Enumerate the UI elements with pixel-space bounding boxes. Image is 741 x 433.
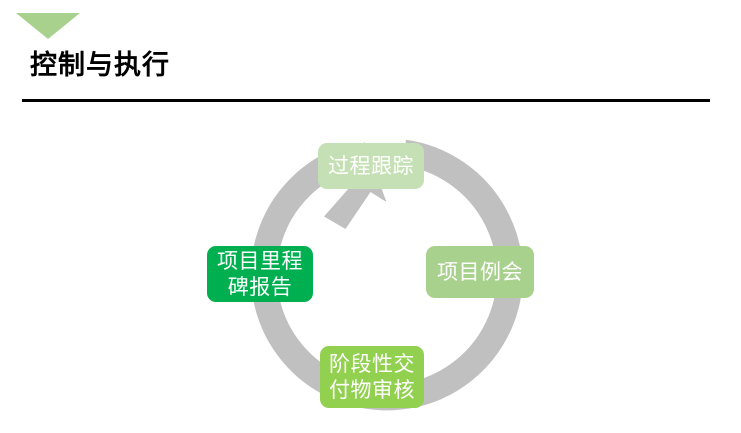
cycle-node-project-milestone-report[interactable]: 项目里程 碑报告	[207, 246, 313, 302]
page-title: 控制与执行	[30, 50, 170, 81]
title-divider	[22, 99, 710, 102]
cycle-diagram: 过程跟踪 项目例会 阶段性交 付物审核 项目里程 碑报告	[0, 108, 741, 433]
triangle-down-icon	[16, 13, 80, 39]
cycle-node-project-regular-meeting[interactable]: 项目例会	[426, 246, 534, 298]
cycle-node-process-tracking[interactable]: 过程跟踪	[318, 143, 424, 189]
cycle-node-phased-deliverable-review[interactable]: 阶段性交 付物审核	[320, 346, 424, 408]
